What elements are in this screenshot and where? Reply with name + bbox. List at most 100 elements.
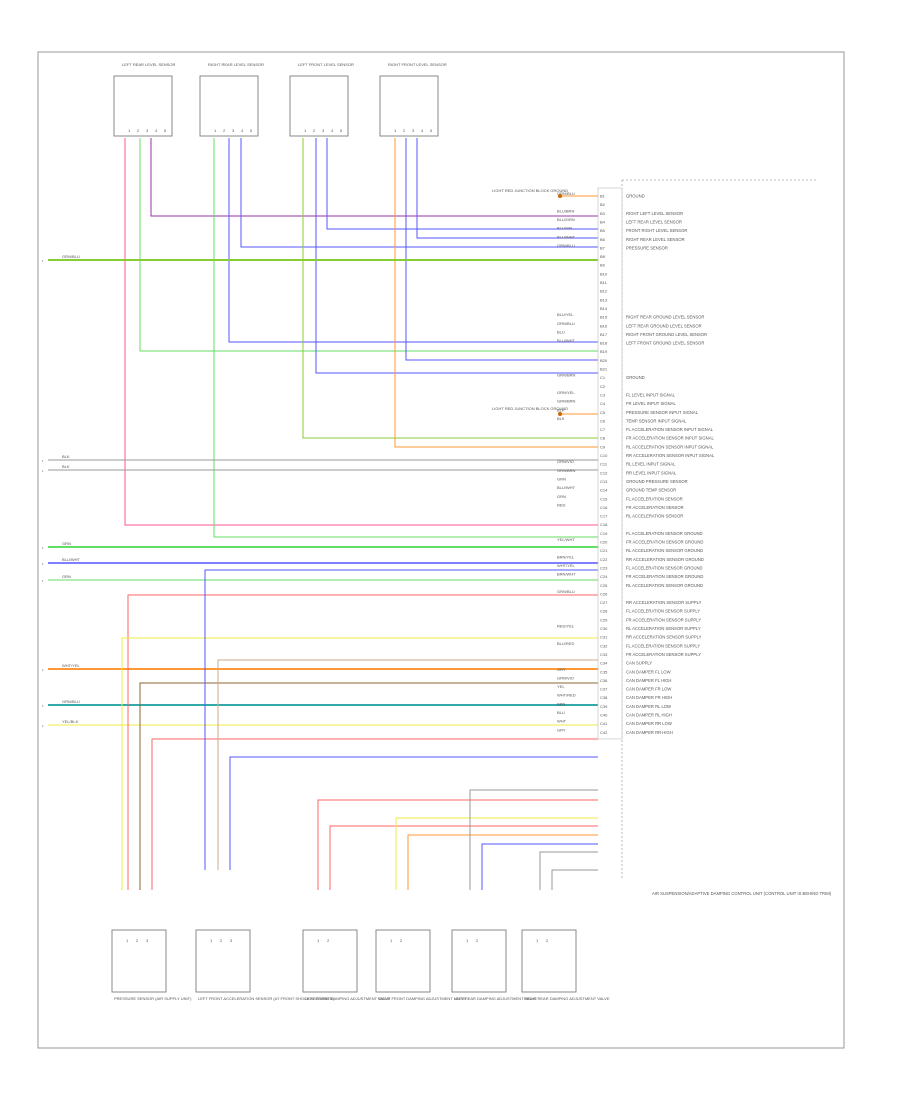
module-pin-function: CAN SUPPLY — [626, 661, 652, 666]
left-edge-bullet: • — [42, 545, 44, 550]
bottom-component-wire — [395, 817, 598, 890]
bottom-component-box — [451, 929, 507, 993]
top-sensor-pin-label: 1 — [128, 128, 131, 133]
module-pin-wire-color: GRN/VIO — [557, 459, 574, 464]
left-edge-bullet: • — [42, 703, 44, 708]
module-pin-function: GROUND — [626, 375, 645, 380]
module-pin-number: C12 — [600, 470, 608, 475]
module-pin-function: GROUND TEMP SENSOR — [626, 488, 676, 493]
module-pin-number: C25 — [600, 583, 608, 588]
top-sensor-box — [199, 75, 259, 137]
top-sensor-wire — [240, 138, 598, 248]
module-pin-number: B4 — [600, 219, 606, 224]
bottom-component-name: LEFT FRONT DAMPING ADJUSTMENT VALVE — [305, 996, 391, 1001]
bottom-component-box — [375, 929, 431, 993]
module-pin-function: CAN DAMPER FL HIGH — [626, 678, 671, 683]
top-sensor-wire — [124, 138, 598, 526]
top-sensor-pin-label: 3 — [322, 128, 325, 133]
left-edge-wire-label: GRN — [62, 541, 71, 546]
top-sensor-wire — [405, 138, 598, 361]
bottom-component-pin-label: 1 — [536, 938, 539, 943]
module-pin-number: C14 — [600, 488, 608, 493]
left-edge-bullet: • — [42, 258, 44, 263]
bottom-component-pin-label: 2 — [400, 938, 403, 943]
module-pin-number: C23 — [600, 565, 608, 570]
module-pin-number: B13 — [600, 297, 608, 302]
module-pin-number: C6 — [600, 418, 606, 423]
left-edge-wire-label: BLK — [62, 464, 70, 469]
module-pin-number: B8 — [600, 254, 606, 259]
module-pin-number: B6 — [600, 237, 606, 242]
module-pin-wire-color: BLU/GRN — [557, 217, 575, 222]
top-sensor-pin-label: 3 — [146, 128, 149, 133]
module-pin-number: B20 — [600, 358, 608, 363]
module-pin-wire-color: BLU — [557, 329, 565, 334]
top-sensor-pin-label: 1 — [304, 128, 307, 133]
module-pin-number: C40 — [600, 713, 608, 718]
bottom-component-name: LEFT REAR DAMPING ADJUSTMENT VALVE — [454, 996, 537, 1001]
module-pin-wire-color: GRN/VIO — [557, 675, 574, 680]
top-sensor-pin-label: 4 — [241, 128, 244, 133]
module-pin-number: C7 — [600, 427, 606, 432]
module-pin-function: PRESSURE SENSOR — [626, 245, 668, 250]
module-pin-wire-color: RED/YEL — [557, 624, 575, 629]
module-pin-function: RR ACCELERATION SENSOR SUPPLY — [626, 600, 702, 605]
module-pin-wire-color: WHT/YEL — [557, 563, 576, 568]
top-sensor-wire — [326, 138, 598, 230]
bottom-component-pin-label: 2 — [136, 938, 139, 943]
ground-label: LIGHT RED JUNCTION BLOCK GROUND — [492, 406, 568, 411]
top-sensor-name: LEFT REAR LEVEL SENSOR — [122, 62, 175, 67]
module-pin-wire-color: BLU/WHT — [557, 234, 576, 239]
module-pin-number: C9 — [600, 444, 606, 449]
bottom-component-box — [195, 929, 251, 993]
ground-icon — [558, 412, 562, 416]
module-pin-function: RIGHT LEFT LEVEL SENSOR — [626, 211, 683, 216]
module-pin-function: FL ACCELERATION SENSOR — [626, 496, 683, 501]
module-pin-wire-color: GRY — [557, 727, 566, 732]
wire-layer — [48, 138, 598, 890]
top-sensor-pin-label: 4 — [155, 128, 158, 133]
module-pin-number: B19 — [600, 349, 608, 354]
module-pin-function: RR ACCELERATION SENSOR SUPPLY — [626, 635, 702, 640]
module-pin-function: FL ACCELERATION SENSOR GROUND — [626, 531, 703, 536]
module-pin-number: C10 — [600, 453, 608, 458]
module-pin-number: B7 — [600, 245, 606, 250]
bottom-component-wire — [151, 738, 598, 890]
module-pin-function: FR LEVEL INPUT SIGNAL — [626, 401, 676, 406]
top-sensor-wire — [150, 138, 598, 217]
module-pin-function: LEFT FRONT GROUND LEVEL SENSOR — [626, 341, 704, 346]
module-pin-function: RL ACCELERATION SENSOR SUPPLY — [626, 626, 701, 631]
module-pin-number: C42 — [600, 730, 608, 735]
module-pin-wire-color: BLU/RED — [557, 641, 574, 646]
left-edge-bullet: • — [42, 667, 44, 672]
top-sensor-pin-label: 1 — [394, 128, 397, 133]
module-pin-number: C13 — [600, 479, 608, 484]
module-pin-number: C32 — [600, 643, 608, 648]
top-sensor-pin-label: 3 — [232, 128, 235, 133]
top-sensor-pin-label: 5 — [340, 128, 343, 133]
module-pin-number: C37 — [600, 687, 608, 692]
top-sensor-wire — [315, 138, 598, 374]
module-pin-wire-color: BLU — [557, 710, 565, 715]
module-pin-number: B2 — [600, 202, 606, 207]
top-sensor-pin-label: 2 — [313, 128, 316, 133]
top-sensor-box — [289, 75, 349, 137]
bottom-component-pin-label: 1 — [390, 938, 393, 943]
bottom-component-name: RIGHT FRONT DAMPING ADJUSTMENT VALVE — [378, 996, 466, 1001]
module-pin-function: RL ACCELERATION SENSOR GROUND — [626, 583, 703, 588]
module-pin-function: FR ACCELERATION SENSOR INPUT SIGNAL — [626, 436, 714, 441]
module-pin-function: FL ACCELERATION SENSOR SUPPLY — [626, 643, 700, 648]
left-edge-wire-label: GRN/BLU — [62, 254, 80, 259]
top-sensor-pin-label: 2 — [137, 128, 140, 133]
module-pin-number: B5 — [600, 228, 606, 233]
module-pin-wire-color: BLU/WHT — [557, 338, 576, 343]
module-pin-wire-color: GRN/BRN — [557, 468, 576, 473]
bottom-component-pin-label: 1 — [126, 938, 129, 943]
top-sensor-wire — [139, 138, 598, 352]
left-edge-bullet: • — [42, 561, 44, 566]
module-pin-wire-color: BLK — [557, 416, 565, 421]
module-pin-wire-color: GRN — [557, 494, 566, 499]
module-pin-function: FR ACCELERATION SENSOR — [626, 505, 684, 510]
